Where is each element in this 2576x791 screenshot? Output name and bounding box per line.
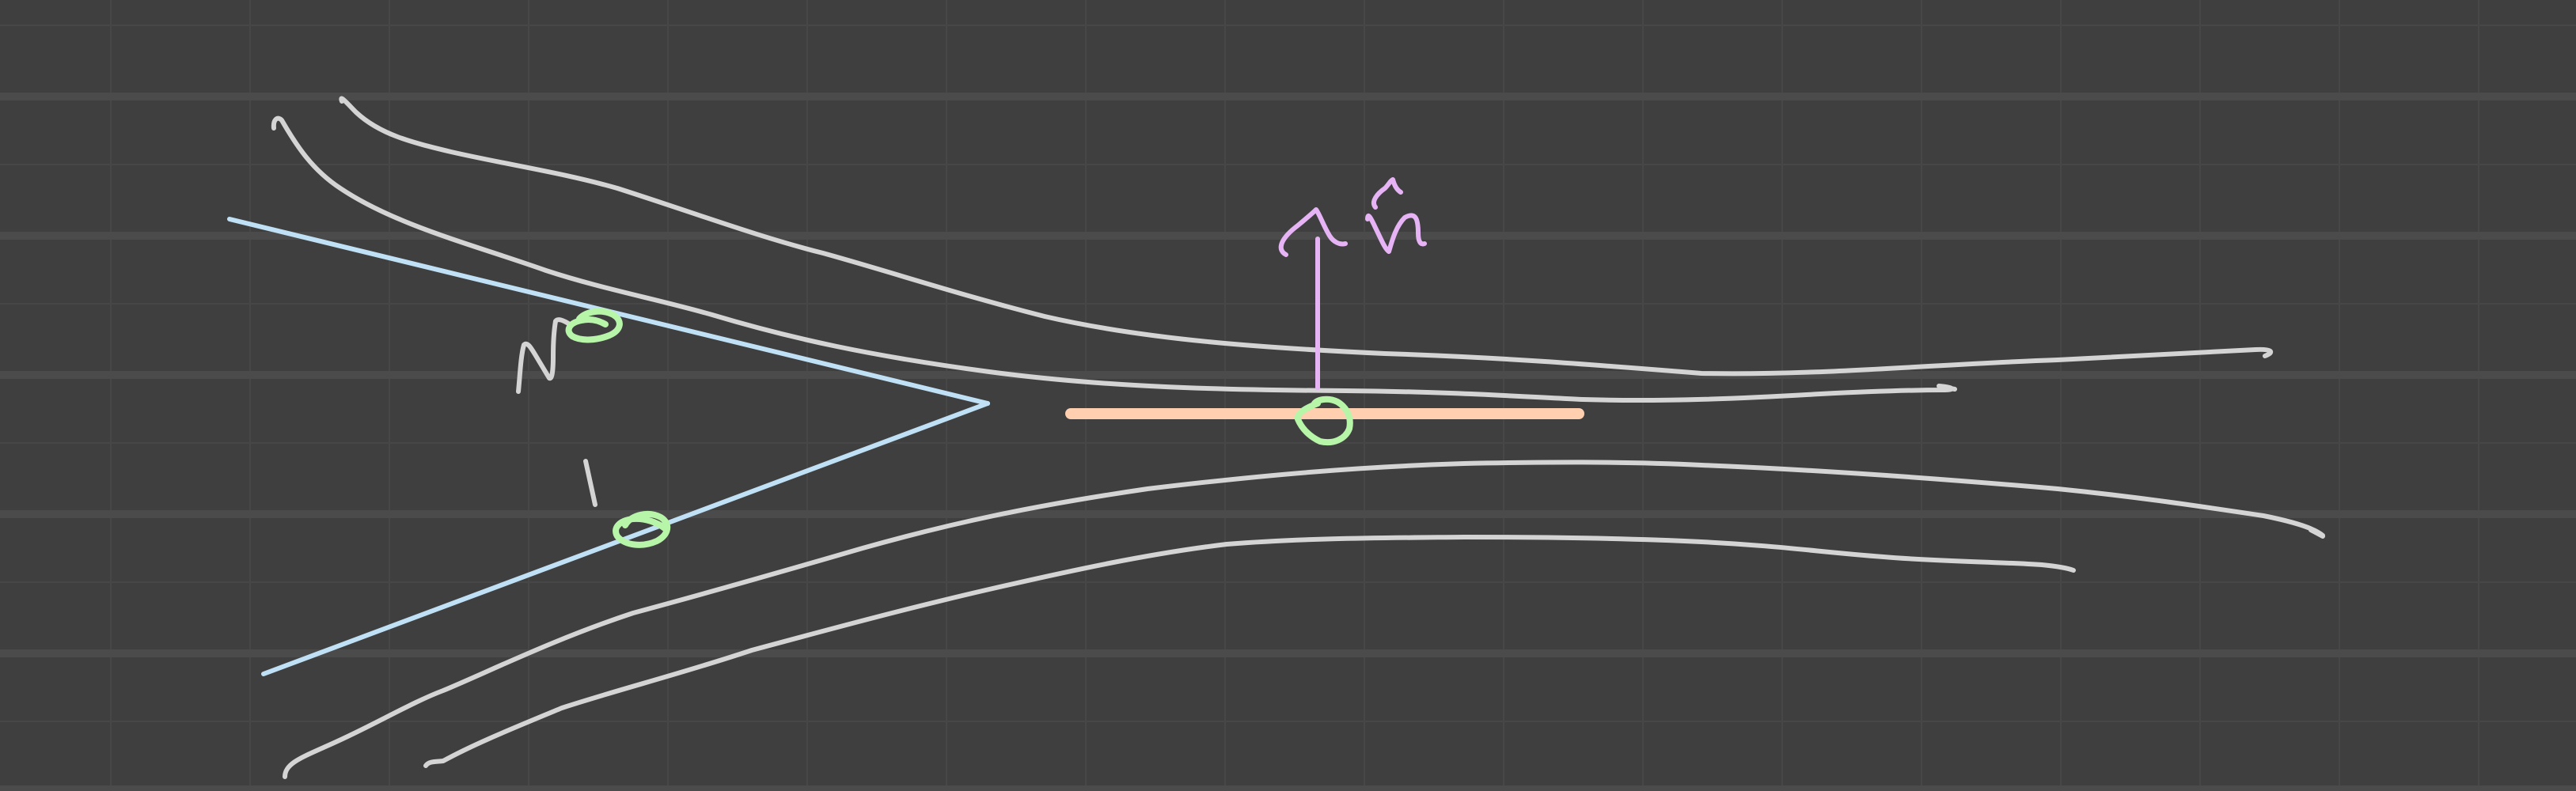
intersection-marker-lower[interactable]	[613, 510, 671, 548]
streamlines	[271, 96, 2325, 779]
streamline-lower-inner[interactable]	[283, 460, 2325, 779]
streamline-lower-outer[interactable]	[423, 535, 2076, 768]
reference-line-lower[interactable]	[261, 401, 990, 676]
normal-vector-label-n	[1365, 213, 1427, 254]
streamline-tick-right	[1938, 384, 1957, 392]
intersection-markers	[565, 308, 1353, 548]
streamline-upper-inner[interactable]	[271, 115, 1955, 403]
normal-vector-head	[1278, 207, 1348, 257]
left-label-mark	[583, 459, 598, 507]
streamline-tick-far-right	[2309, 528, 2325, 539]
left-handwritten-label	[516, 317, 598, 507]
left-label-letter	[516, 317, 572, 394]
intersection-marker-center[interactable]	[1294, 396, 1353, 446]
streamline-upper-outer[interactable]	[339, 96, 2274, 377]
normal-vector-arrow[interactable]	[1278, 177, 1427, 390]
intersection-marker-upper[interactable]	[565, 308, 623, 343]
grid-major-lines	[0, 93, 2576, 791]
normal-vector-label-hat	[1371, 177, 1403, 210]
